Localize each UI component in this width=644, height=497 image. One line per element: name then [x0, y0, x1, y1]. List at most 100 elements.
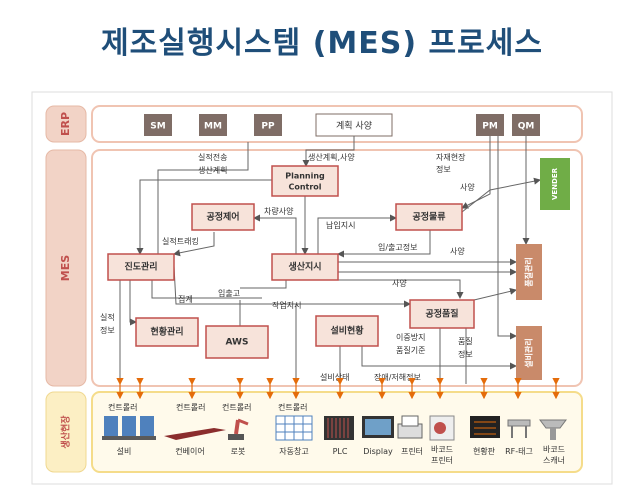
label-double-prevent-2: 품질기준: [396, 346, 425, 355]
label-spec-a: 사양: [460, 183, 475, 192]
erp-module-pp: [254, 114, 282, 136]
box-progress-mgmt: [107, 253, 175, 281]
field-band-tab: [45, 391, 87, 473]
box-quality-mgmt-label: 품질관리: [524, 257, 534, 286]
erp-module-pp-label: PP: [261, 122, 275, 132]
label-actual-transfer: 실적전송: [198, 152, 227, 162]
box-process-control-label: 공정제어: [206, 211, 239, 223]
erp-band-tab: [45, 105, 87, 143]
device-label-barcode-1: 바코드: [431, 444, 453, 454]
mes-band-label: MES: [59, 255, 72, 281]
box-planning-label-2: Control: [288, 183, 321, 192]
label-inout-info: 입/출고정보: [378, 242, 418, 252]
robot-icon: [228, 418, 249, 440]
label-production-plan-spec: 생산계획,사양: [308, 152, 355, 162]
field-device-icons: [102, 415, 567, 441]
device-label-rf-tag: RF-태그: [505, 447, 533, 456]
device-label-barcode-2: 바코드: [543, 444, 565, 454]
erp-module-mm-label: MM: [204, 122, 222, 132]
label-delivery-order: 납입지시: [326, 221, 355, 230]
flow-material-status: [461, 136, 491, 209]
controller-labels: 컨트롤러 컨트롤러 컨트롤러 컨트롤러: [108, 402, 307, 412]
device-label-scanner: 스캐너: [543, 455, 565, 465]
erp-module-sm-label: SM: [150, 122, 165, 132]
box-status-mgmt-label: 현황관리: [150, 326, 183, 338]
label-inbound-outbound: 입출고: [218, 288, 240, 298]
flow-plan-spec: [302, 136, 355, 167]
label-actual-info-1: 실적: [100, 312, 115, 322]
controller-label-1: 컨트롤러: [108, 402, 137, 412]
erp-modules: SM MM PP 계획 사양 PM QM: [144, 113, 540, 137]
flow-inout-info: [337, 230, 431, 258]
label-gather: 집계: [178, 294, 193, 304]
label-quality-info-1: 품질: [458, 337, 473, 346]
flow-vehicle-spec: [253, 214, 297, 254]
erp-module-qm: [512, 114, 540, 136]
flow-labels: 실적전송 생산계획 생산계획,사양 자재현장 정보 사양 차량사양 실적트래킹 …: [100, 152, 475, 382]
label-double-prevent-1: 이중방지: [396, 332, 425, 342]
device-label-printer: 프린터: [401, 446, 423, 456]
barcode-scanner-icon: [539, 419, 567, 440]
device-label-auto-warehouse: 자동창고: [279, 447, 308, 456]
field-band-label: 생산현장: [60, 415, 72, 449]
device-label-equipment: 설비: [117, 446, 132, 456]
label-actual-tracking: 실적트래킹: [162, 236, 199, 246]
box-process-quality-label: 공정품질: [425, 308, 458, 320]
flow-actual-transfer: [157, 142, 249, 258]
plc-icon: [324, 416, 354, 440]
box-process-control: [191, 203, 255, 231]
flow-pm-equipment: [497, 136, 517, 340]
box-quality-mgmt: [516, 244, 542, 300]
box-planning-label-1: Planning: [285, 172, 325, 181]
erp-module-pm: [476, 114, 504, 136]
mes-boxes: Planning Control 공정제어 공정물류 진도관리 생산지시 현황관…: [107, 158, 570, 380]
device-label-conveyor: 컨베이어: [175, 446, 204, 456]
label-fault-info: 장애/저해정보: [374, 372, 421, 382]
erp-module-sm: [144, 114, 172, 136]
box-aws: [205, 325, 269, 359]
box-equipment-status: [315, 315, 379, 347]
controller-label-2: 컨트롤러: [176, 402, 205, 412]
box-equipment-status-label: 설비현황: [330, 325, 364, 337]
box-production-order-label: 생산지시: [288, 261, 321, 273]
box-production-order: [271, 253, 339, 281]
equipment-icon: [102, 416, 156, 440]
device-label-printer-2: 프린터: [431, 455, 453, 465]
display-icon: [362, 416, 394, 438]
flow-lines: [119, 136, 541, 384]
erp-band-label: ERP: [59, 112, 72, 136]
box-progress-mgmt-label: 진도관리: [124, 261, 157, 273]
box-vender: [540, 158, 570, 210]
label-spec-b: 사양: [450, 247, 465, 256]
erp-module-pm-label: PM: [482, 122, 498, 132]
field-device-labels: 설비 컨베이어 로봇 자동창고 PLC Display 프린터 바코드 프린터 …: [117, 444, 565, 465]
conveyor-icon: [164, 428, 226, 440]
flow-process-quality-mgmt: [473, 287, 517, 301]
flow-production-plan: [136, 179, 272, 255]
field-links: [116, 378, 560, 400]
label-production-plan: 생산계획: [198, 165, 227, 175]
controller-label-3: 컨트롤러: [222, 402, 251, 412]
auto-warehouse-icon: [275, 415, 313, 441]
label-material-status-1: 자재현장: [436, 152, 466, 162]
flow-gather: [151, 274, 262, 299]
label-work-order: 작업지시: [272, 300, 301, 310]
flow-fault-info: [361, 346, 517, 370]
erp-module-plan-label: 계획 사양: [336, 120, 372, 132]
flow-progress-status: [129, 274, 137, 326]
status-board-icon: [470, 416, 500, 438]
flow-delivery-order: [317, 214, 397, 254]
label-vehicle-spec: 차량사양: [264, 206, 294, 216]
box-equipment-mgmt-label: 설비관리: [524, 338, 534, 367]
box-aws-label: AWS: [226, 338, 249, 348]
diagram-title: 제조실행시스템 (MES) 프로세스: [101, 26, 543, 61]
device-label-plc: PLC: [333, 447, 348, 456]
label-equipment-state: 설비상태: [320, 372, 349, 382]
box-equipment-mgmt: [516, 326, 542, 380]
erp-module-mm: [199, 114, 227, 136]
controller-label-4: 컨트롤러: [278, 402, 307, 412]
label-quality-info-2: 정보: [458, 349, 473, 359]
printer-icon: [397, 415, 423, 439]
flow-spec-process-quality: [338, 279, 464, 299]
